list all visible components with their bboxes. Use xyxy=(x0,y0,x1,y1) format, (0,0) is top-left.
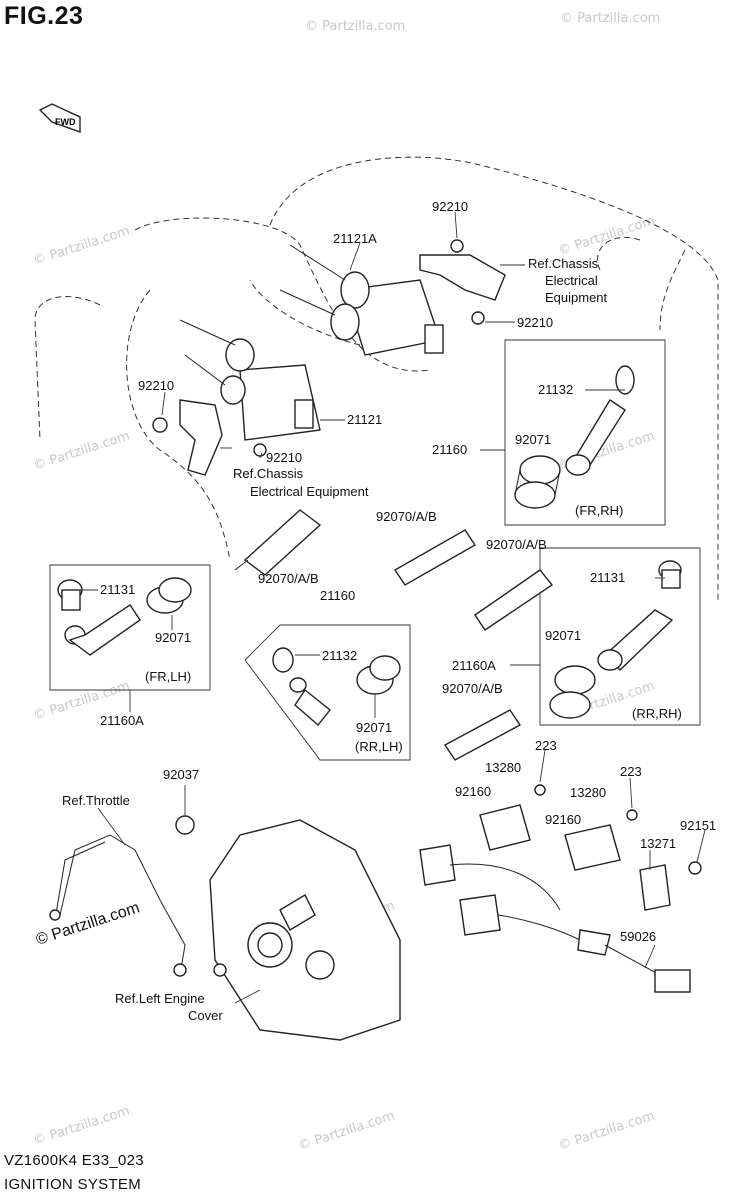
watermark: © Partzilla.com xyxy=(557,214,657,259)
callout-ref-chassis: Ref.Chassis xyxy=(233,466,304,481)
spark-plug-2 xyxy=(394,529,476,586)
callout-fr-rh: (FR,RH) xyxy=(575,503,623,518)
watermark: © Partzilla.com xyxy=(557,1109,657,1154)
callout-92210: 92210 xyxy=(266,450,302,465)
callout-21132: 21132 xyxy=(538,382,573,397)
section-title: IGNITION SYSTEM xyxy=(4,1176,142,1193)
callout-92071: 92071 xyxy=(155,630,191,645)
watermark: © Partzilla.com xyxy=(32,224,132,269)
left-engine-cover xyxy=(209,819,401,1041)
callout-ref-chassis: Ref.Chassis xyxy=(528,256,599,271)
callout-21132: 21132 xyxy=(322,648,357,663)
callout-labels: 92210 21121A Ref.Chassis Electrical Equi… xyxy=(62,199,716,1023)
callout-92160: 92160 xyxy=(455,784,491,799)
callout-92210: 92210 xyxy=(138,378,174,393)
spark-plug-3 xyxy=(474,569,554,631)
callout-92071: 92071 xyxy=(356,720,392,735)
callout-13280: 13280 xyxy=(485,760,521,775)
callout-21121: 21121 xyxy=(347,412,382,427)
plug-cap-box-rr-rh xyxy=(539,547,701,726)
callout-92151: 92151 xyxy=(680,818,716,833)
callout-223: 223 xyxy=(535,738,557,753)
callout-21160: 21160 xyxy=(320,588,355,603)
watermark-prominent: © Partzilla.com xyxy=(34,899,142,948)
callout-21160A: 21160A xyxy=(452,658,496,673)
pickup-harness xyxy=(419,844,691,993)
callout-92070: 92070/A/B xyxy=(376,509,437,524)
ignition-coil-21121A xyxy=(279,244,444,356)
fwd-label: FWD xyxy=(55,117,76,127)
chassis-bracket-upper xyxy=(419,239,506,325)
watermark: © Partzilla.com xyxy=(32,429,132,474)
callout-ref-left-engine: Ref.Left Engine xyxy=(115,991,205,1006)
callout-92070: 92070/A/B xyxy=(258,571,319,586)
spark-plug-1 xyxy=(234,509,322,576)
callout-ref-chassis: Electrical Equipment xyxy=(250,484,369,499)
throttle-bracket-92037 xyxy=(49,815,195,977)
callout-ref-chassis: Equipment xyxy=(545,290,608,305)
callout-92071: 92071 xyxy=(515,432,551,447)
callout-13271: 13271 xyxy=(640,836,676,851)
callout-92160: 92160 xyxy=(545,812,581,827)
watermark: © Partzilla.com xyxy=(297,1109,397,1154)
callout-59026: 59026 xyxy=(620,929,656,944)
callout-21121A: 21121A xyxy=(333,231,377,246)
spark-plug-4 xyxy=(443,709,522,761)
plug-cap-box-fr-lh xyxy=(49,564,211,691)
chassis-bracket-lower xyxy=(152,399,267,476)
callout-ref-throttle: Ref.Throttle xyxy=(62,793,130,808)
plug-cap-box-fr-rh xyxy=(504,339,666,526)
ignition-wire-paths xyxy=(34,156,719,600)
callout-92210: 92210 xyxy=(517,315,553,330)
watermark: © Partzilla.com xyxy=(305,19,405,34)
leader-lines xyxy=(80,211,706,1004)
callout-92070: 92070/A/B xyxy=(486,537,547,552)
plug-cap-box-rr-lh xyxy=(244,624,411,761)
callout-92210: 92210 xyxy=(432,199,468,214)
callout-92070: 92070/A/B xyxy=(442,681,503,696)
callout-92071: 92071 xyxy=(545,628,581,643)
callout-21160: 21160 xyxy=(432,442,467,457)
callout-ref-chassis: Electrical xyxy=(545,273,598,288)
hardware-right xyxy=(479,784,702,911)
figure-title: FIG.23 xyxy=(4,2,84,30)
callout-ref-left-engine: Cover xyxy=(188,1008,223,1023)
callout-92037: 92037 xyxy=(163,767,199,782)
callout-rr-rh: (RR,RH) xyxy=(632,706,682,721)
callout-rr-lh: (RR,LH) xyxy=(355,739,403,754)
fwd-arrow-icon: FWD xyxy=(38,103,81,133)
model-code: VZ1600K4 E33_023 xyxy=(4,1152,144,1169)
watermark: © Partzilla.com xyxy=(560,11,660,26)
callout-21131: 21131 xyxy=(100,582,135,597)
watermark: © Partzilla.com xyxy=(32,1104,132,1149)
callout-13280: 13280 xyxy=(570,785,606,800)
callout-21160A: 21160A xyxy=(100,713,144,728)
callout-21131: 21131 xyxy=(590,570,625,585)
callout-fr-lh: (FR,LH) xyxy=(145,669,191,684)
callout-223: 223 xyxy=(620,764,642,779)
ignition-coil-21121 xyxy=(179,319,321,441)
